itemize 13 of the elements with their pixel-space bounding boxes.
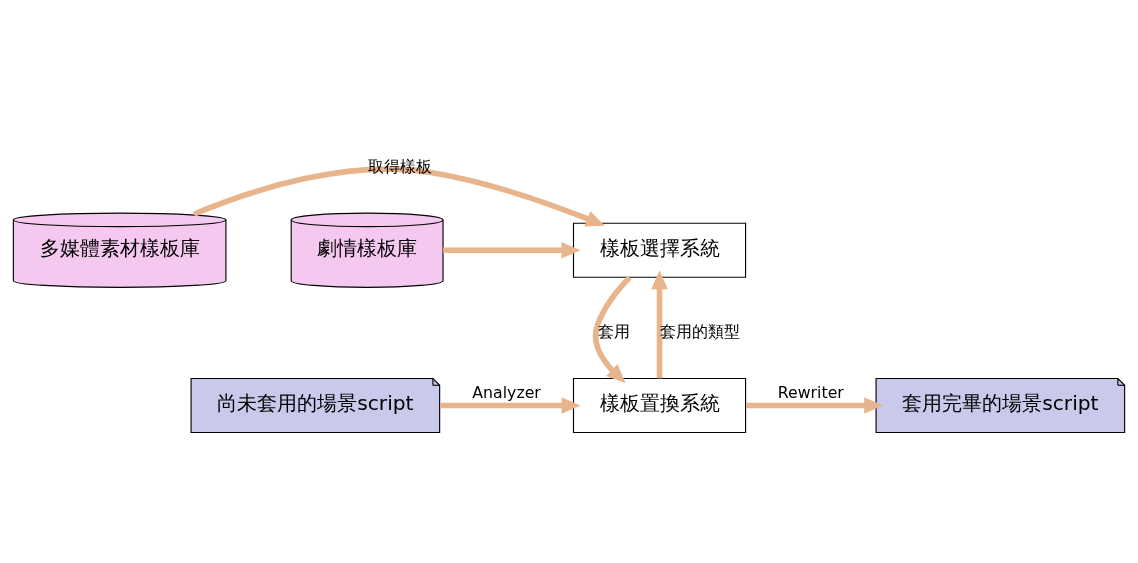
arrow bbox=[651, 270, 668, 379]
arrow bbox=[440, 397, 581, 414]
edge-label: Analyzer bbox=[472, 382, 541, 402]
node-box: 樣板選擇系統 bbox=[572, 222, 747, 278]
arrow bbox=[193, 166, 605, 227]
edge-label: 套用 bbox=[597, 322, 630, 342]
node-box: 樣板置換系統 bbox=[572, 377, 747, 434]
edge-label: 取得樣板 bbox=[367, 156, 432, 176]
arrow bbox=[443, 242, 581, 259]
edge-label: Rewriter bbox=[777, 382, 844, 402]
arrow bbox=[592, 275, 632, 383]
edge-label: 套用的類型 bbox=[660, 322, 741, 342]
arrow bbox=[746, 397, 884, 414]
